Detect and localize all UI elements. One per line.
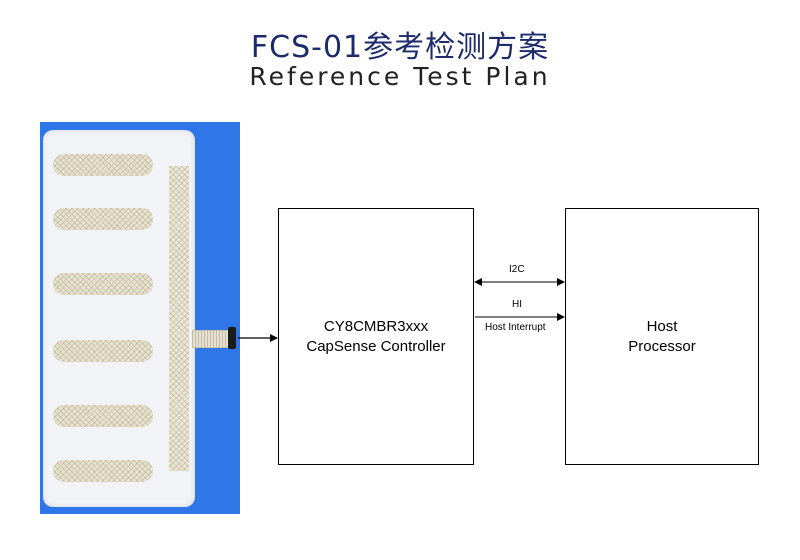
capsense-controller-box: CY8CMBR3xxx CapSense Controller — [278, 208, 474, 465]
capacitive-sensor-panel — [43, 130, 195, 507]
host-label-line1: Host — [646, 317, 678, 335]
hi-label: HI — [512, 299, 522, 310]
sensor-electrode-3 — [53, 273, 153, 295]
title-english: Reference Test Plan — [249, 62, 551, 91]
flex-connector — [228, 327, 236, 349]
flex-cable-tail — [192, 330, 228, 348]
sensor-trace-rail — [169, 166, 189, 471]
sensor-electrode-1 — [53, 154, 153, 176]
controller-description: CapSense Controller — [306, 337, 446, 355]
host-label-line2: Processor — [628, 337, 696, 355]
title-chinese: FCS-01参考检测方案 — [250, 30, 550, 65]
host-interrupt-label: Host Interrupt — [485, 322, 546, 333]
controller-part-number: CY8CMBR3xxx — [323, 317, 429, 335]
i2c-label: I2C — [509, 264, 525, 275]
sensor-electrode-2 — [53, 208, 153, 230]
sensor-electrode-4 — [53, 340, 153, 362]
host-processor-box: Host Processor — [565, 208, 759, 465]
sensor-electrode-5 — [53, 405, 153, 427]
sensor-electrode-6 — [53, 460, 153, 482]
